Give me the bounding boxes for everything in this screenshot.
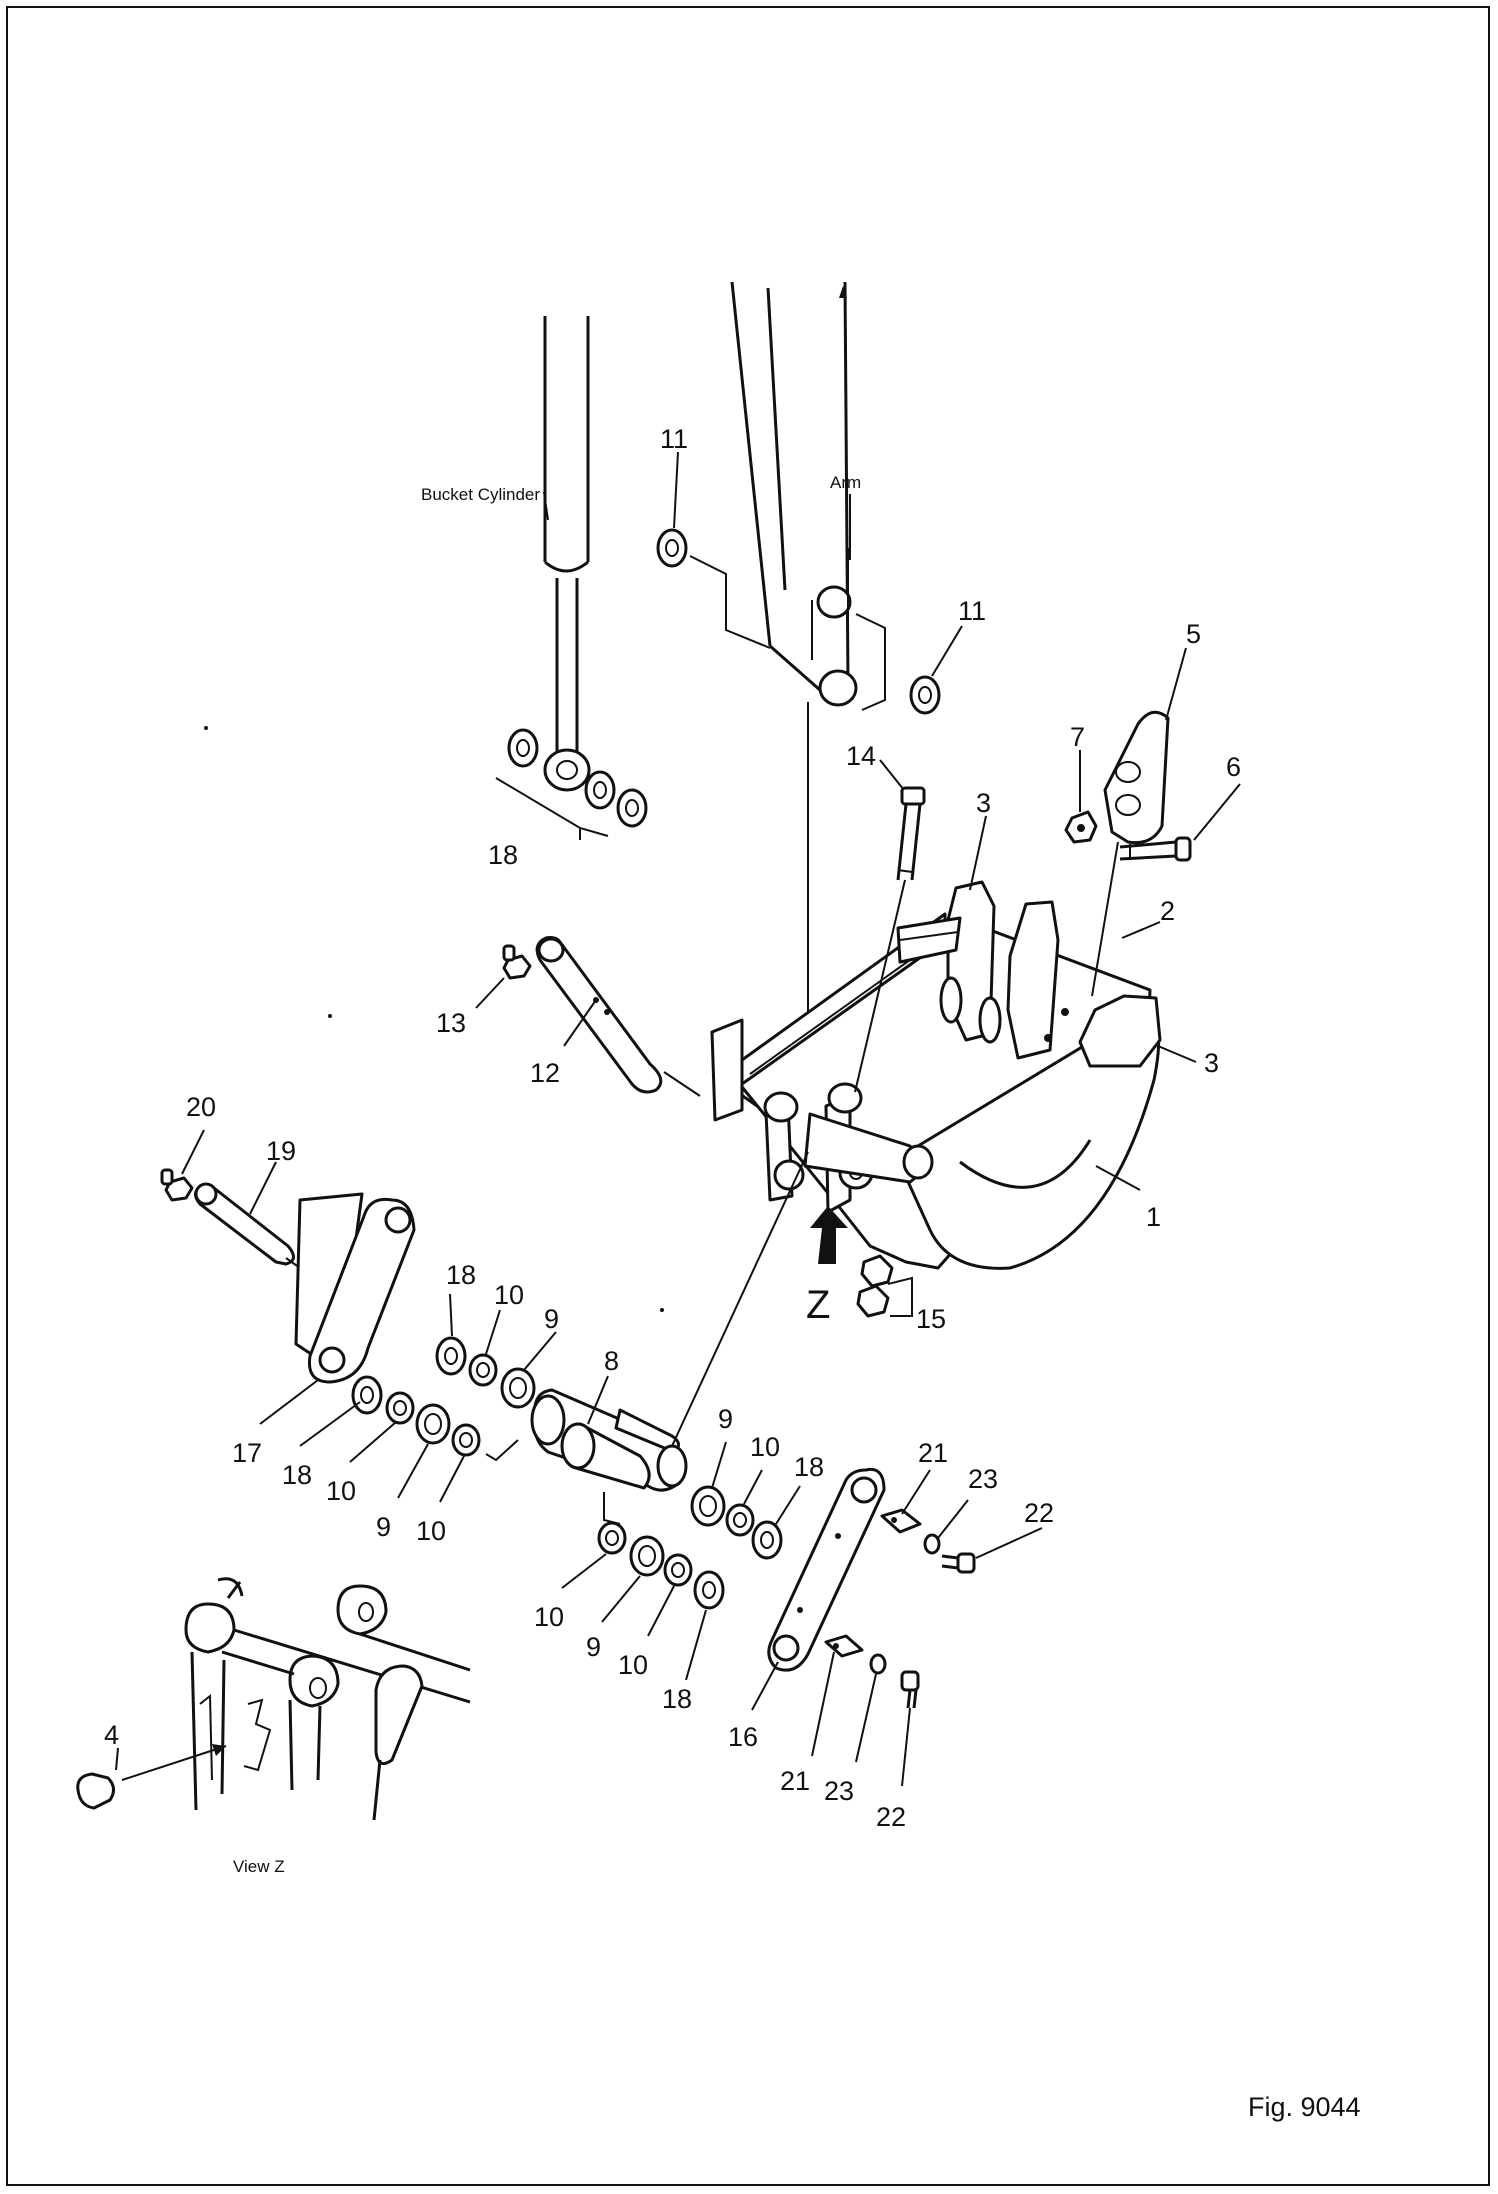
seal-10-right-lower-2 — [663, 1553, 693, 1587]
plate-21-upper — [880, 1508, 922, 1534]
washer-11-left — [656, 528, 688, 568]
tooth-5 — [1091, 710, 1170, 997]
callout-14: 14 — [846, 741, 876, 771]
callout-16: 16 — [728, 1722, 758, 1752]
bushing-9-right-lower — [629, 1535, 665, 1577]
callout-10-b: 10 — [326, 1476, 356, 1506]
callout-11-b: 11 — [958, 596, 986, 626]
view-z-arrow — [810, 1206, 848, 1264]
arm-label: Arm — [830, 473, 861, 492]
grease-fitting-13 — [502, 944, 532, 980]
callout-18-a: 18 — [446, 1260, 476, 1290]
seal-10-right-lower — [597, 1521, 627, 1555]
bolt-14 — [854, 786, 926, 1093]
callout-9-b: 9 — [376, 1512, 391, 1542]
pin-12 — [535, 936, 701, 1097]
callout-18-cylinder: 18 — [488, 840, 518, 870]
washer-18-left-upper — [435, 1336, 467, 1376]
washer-18-left-lower — [351, 1375, 383, 1415]
callout-10-e: 10 — [534, 1602, 564, 1632]
bushing-9-right-upper — [690, 1485, 726, 1527]
callout-3-right: 3 — [1204, 1048, 1219, 1078]
link-16 — [767, 1467, 886, 1672]
callout-10-d: 10 — [750, 1432, 780, 1462]
bolt-22-upper — [941, 1552, 976, 1574]
callout-3-top: 3 — [976, 788, 991, 818]
grease-fitting-20 — [160, 1168, 194, 1202]
bucket-cylinder — [543, 316, 591, 792]
bucket — [710, 880, 1162, 1270]
bolt-22-lower — [900, 1670, 920, 1709]
pin-19 — [194, 1182, 301, 1269]
arm — [730, 281, 858, 707]
washer-11-right — [909, 675, 941, 715]
washer-set-18-cylinder — [495, 728, 648, 840]
callout-4: 4 — [104, 1720, 119, 1750]
callout-10-c: 10 — [416, 1516, 446, 1546]
washer-23-upper — [923, 1533, 941, 1555]
nut-set-15 — [856, 1254, 913, 1318]
callout-19: 19 — [266, 1136, 296, 1166]
callout-18-b: 18 — [282, 1460, 312, 1490]
seal-10-right-upper — [725, 1503, 755, 1537]
nut-7 — [1064, 810, 1098, 844]
callout-20: 20 — [186, 1092, 216, 1122]
link-17 — [294, 1192, 416, 1384]
callout-6: 6 — [1226, 752, 1241, 782]
figure-number: Fig. 9044 — [1248, 2092, 1361, 2122]
link-8 — [530, 1151, 809, 1525]
seal-10-left-lower-2 — [451, 1423, 481, 1457]
callout-23-b: 23 — [824, 1776, 854, 1806]
callout-13: 13 — [436, 1008, 466, 1038]
callout-8: 8 — [604, 1346, 619, 1376]
callout-15: 15 — [916, 1304, 946, 1334]
washer-23-lower — [869, 1653, 887, 1675]
callout-21-a: 21 — [918, 1438, 948, 1468]
figure-frame — [6, 6, 1490, 2186]
view-z-inset — [76, 1577, 471, 1821]
callout-10-a: 10 — [494, 1280, 524, 1310]
callout-23-a: 23 — [968, 1464, 998, 1494]
callout-10-f: 10 — [618, 1650, 648, 1680]
callout-12: 12 — [530, 1058, 560, 1088]
washer-18-right-lower — [693, 1570, 725, 1610]
callout-5: 5 — [1186, 619, 1201, 649]
callout-9-c: 9 — [718, 1404, 733, 1434]
callout-17: 17 — [232, 1438, 262, 1468]
view-z-caption: View Z — [233, 1857, 285, 1876]
bushing-9-left-lower — [415, 1403, 451, 1445]
callout-9-d: 9 — [586, 1632, 601, 1662]
callout-18-c: 18 — [794, 1452, 824, 1482]
callout-11-a: 11 — [660, 424, 688, 454]
bolt-6 — [1119, 836, 1192, 862]
z-label: Z — [806, 1283, 830, 1327]
seal-10-left-upper — [468, 1353, 498, 1387]
washer-18-right-upper — [751, 1520, 783, 1560]
callout-7: 7 — [1070, 722, 1085, 752]
seal-10-left-lower — [385, 1391, 415, 1425]
bushing-9-left-upper — [500, 1367, 536, 1409]
callout-18-d: 18 — [662, 1684, 692, 1714]
callout-9-a: 9 — [544, 1304, 559, 1334]
plate-21-lower — [824, 1634, 864, 1658]
callout-21-b: 21 — [780, 1766, 810, 1796]
bucket-cylinder-label: Bucket Cylinder — [421, 485, 540, 504]
callout-22-a: 22 — [1024, 1498, 1054, 1528]
callout-1: 1 — [1146, 1202, 1161, 1232]
callout-22-b: 22 — [876, 1802, 906, 1832]
callout-2: 2 — [1160, 896, 1175, 926]
